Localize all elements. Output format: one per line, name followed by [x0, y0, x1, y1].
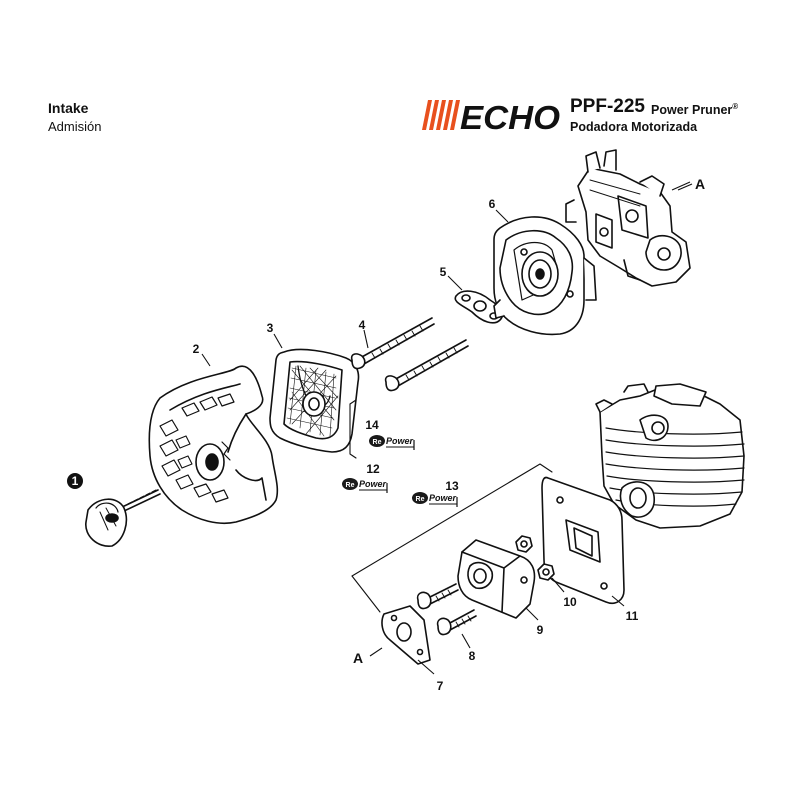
part-5-gasket — [454, 290, 504, 324]
group-bracket — [349, 399, 553, 613]
callouts: 1 2 3 4 5 6 7 8 9 10 11 12 13 14 A A — [67, 176, 705, 693]
callout-6: 6 — [489, 197, 496, 211]
part-3-filter — [269, 348, 360, 453]
part-1-knob — [85, 489, 161, 547]
callout-1-badge — [67, 473, 83, 489]
part-4-screws — [350, 317, 469, 392]
model-number: PPF-225 — [570, 96, 645, 117]
brand-wordmark: ECHO — [460, 99, 560, 132]
repower-badge-14: Re Power — [369, 435, 415, 450]
model-header: ECHO PPF-225 Power Pruner® Podadora Moto… — [420, 96, 760, 142]
page-title-block: Intake Admisión — [48, 100, 101, 134]
callout-13: 13 — [445, 479, 459, 493]
svg-text:Power: Power — [429, 493, 457, 503]
part-7-gasket — [381, 605, 431, 665]
logo-stripes-icon — [422, 100, 460, 130]
svg-text:Power: Power — [359, 479, 387, 489]
product-name: Power Pruner® — [651, 102, 738, 117]
carburetor — [565, 149, 691, 287]
leader-lines — [201, 181, 691, 675]
svg-text:Re: Re — [373, 439, 382, 446]
callout-12: 12 — [366, 462, 380, 476]
repower-badge-13: Re Power — [412, 492, 458, 507]
part-8-bolts — [416, 583, 477, 636]
page-title-spanish: Admisión — [48, 119, 102, 134]
svg-text:Power: Power — [386, 436, 414, 446]
engine-cylinder — [595, 383, 745, 529]
part-10-nuts — [515, 535, 555, 581]
product-name-text: Power Pruner — [651, 103, 733, 118]
registered-mark: ® — [732, 102, 739, 111]
part-2-cover — [148, 365, 279, 525]
reference-a-top: A — [695, 176, 705, 192]
callout-9: 9 — [537, 623, 544, 637]
callout-10: 10 — [563, 595, 577, 609]
page-title: Intake — [48, 100, 89, 116]
callout-4: 4 — [359, 318, 366, 332]
callout-1: 1 — [72, 474, 79, 488]
svg-text:Re: Re — [346, 482, 355, 489]
part-6-housing — [493, 216, 597, 336]
callout-3: 3 — [267, 321, 274, 335]
echo-logo: ECHO — [420, 98, 562, 136]
part-11-gasket — [541, 476, 625, 605]
svg-text:Re: Re — [416, 496, 425, 503]
part-9-insulator — [457, 539, 536, 619]
product-name-spanish: Podadora Motorizada — [570, 120, 698, 134]
callout-2: 2 — [193, 342, 200, 356]
reference-a-bottom: A — [353, 650, 363, 666]
callout-7: 7 — [437, 679, 444, 693]
callout-8: 8 — [469, 649, 476, 663]
repower-badge-12: Re Power — [342, 478, 388, 493]
callout-11: 11 — [626, 609, 639, 623]
callout-14: 14 — [365, 418, 379, 432]
callout-5: 5 — [440, 265, 447, 279]
